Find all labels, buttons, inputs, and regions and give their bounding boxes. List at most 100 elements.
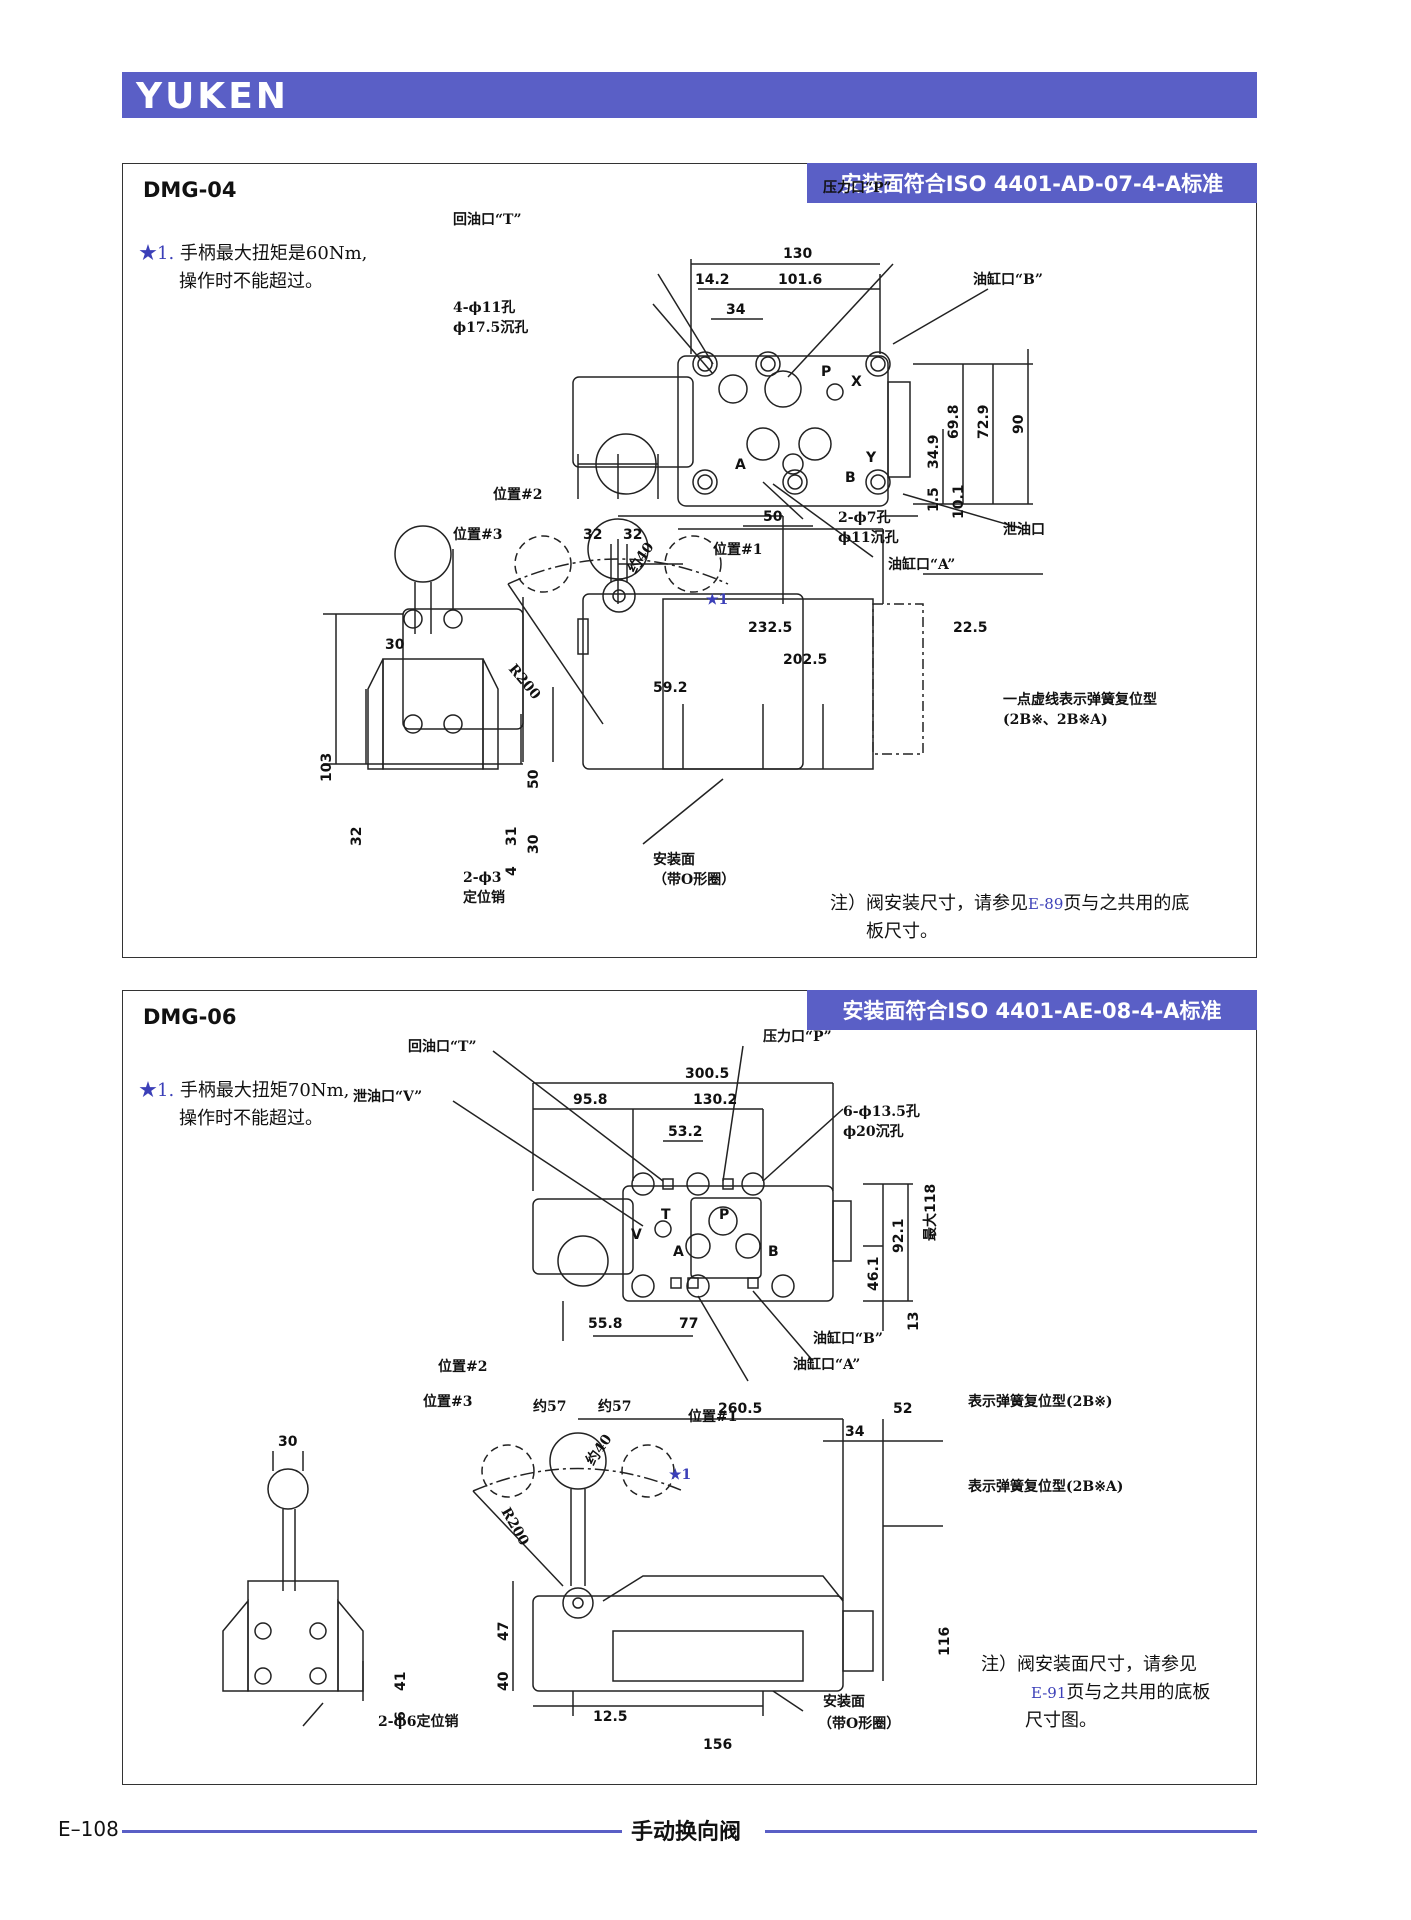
label-pin: 2-ϕ6定位销 — [378, 1713, 458, 1730]
torque-note: ★1. 手柄最大扭矩70Nm, 操作时不能超过。 — [139, 1077, 349, 1133]
label-pos-2: 位置#2 — [493, 486, 542, 503]
label-star-1: ★1 — [669, 1467, 691, 1483]
dim-14-2: 14.2 — [695, 272, 730, 288]
label-holes-4: ϕ11沉孔 — [838, 529, 899, 546]
dim-156: 156 — [703, 1737, 732, 1753]
dim-103: 103 — [319, 753, 335, 782]
label-r200: R200 — [505, 661, 544, 703]
note-line-2: 操作时不能超过。 — [179, 1108, 323, 1129]
footnote-b: 页与之共用的底 — [1063, 893, 1190, 914]
dim-52: 52 — [893, 1401, 912, 1417]
dim-30: 30 — [278, 1434, 298, 1450]
label-max-118: 最大118 — [922, 1184, 939, 1241]
label-pin-name: 定位销 — [463, 889, 505, 906]
section-dmg-06: DMG-06 安装面符合ISO 4401-AE-08-4-A标准 ★1. 手柄最… — [122, 990, 1257, 1785]
label-holes-3: 2-ϕ7孔 — [838, 510, 890, 526]
dim-116: 116 — [937, 1627, 953, 1656]
port-mark-x: X — [851, 374, 862, 390]
footer-rule-right — [765, 1830, 1257, 1833]
footer-rule-left — [122, 1830, 622, 1833]
dim-50: 50 — [763, 509, 783, 525]
label-approx-40: 约40 — [624, 539, 657, 576]
note-line-2: 操作时不能超过。 — [179, 271, 323, 292]
dim-34: 34 — [726, 302, 746, 318]
port-mark-y: Y — [865, 450, 877, 466]
dim-30-v: 30 — [526, 834, 542, 854]
footnote: 注）阀安装面尺寸，请参见 E-91页与之共用的底板 尺寸图。 — [981, 1651, 1241, 1735]
dim-90: 90 — [1011, 414, 1027, 434]
label-port-t: 回油口“T” — [453, 211, 522, 228]
dim-34: 34 — [845, 1424, 865, 1440]
label-approx-57-b: 约57 — [598, 1398, 631, 1415]
dim-55-8: 55.8 — [588, 1316, 623, 1332]
port-mark-a: A — [735, 457, 746, 473]
dim-30: 30 — [385, 637, 405, 653]
label-holes-1: 6-ϕ13.5孔 — [843, 1104, 920, 1120]
port-mark-p: P — [821, 364, 831, 380]
dim-92-1: 92.1 — [891, 1218, 907, 1253]
label-approx-57-a: 约57 — [533, 1398, 566, 1415]
label-spring-2: 表示弹簧复位型(2B※A) — [967, 1478, 1123, 1495]
dim-41: 41 — [393, 1672, 409, 1691]
label-holes-2: ϕ20沉孔 — [843, 1123, 904, 1140]
dim-77: 77 — [679, 1316, 698, 1332]
label-oring: （带O形圈） — [653, 871, 735, 888]
dim-34-9: 34.9 — [926, 434, 942, 469]
page-number: E–108 — [58, 1817, 119, 1841]
label-port-p: 压力口“P” — [763, 1028, 832, 1045]
model-title: DMG-04 — [143, 178, 237, 202]
footnote: 注）阀安装尺寸，请参见E-89页与之共用的底 板尺寸。 — [830, 890, 1250, 946]
dim-260-5: 260.5 — [718, 1401, 762, 1417]
label-approx-40: 约40 — [582, 1431, 615, 1468]
dim-22-5: 22.5 — [953, 620, 988, 636]
label-spring-note: 一点虚线表示弹簧复位型 — [1003, 691, 1157, 708]
dim-69-8: 69.8 — [946, 404, 962, 439]
label-spring-1: 表示弹簧复位型(2B※) — [967, 1393, 1113, 1410]
dim-101-6: 101.6 — [778, 272, 822, 288]
footnote-a: 注）阀安装面尺寸，请参见 — [981, 1654, 1197, 1675]
dim-4: 4 — [504, 866, 520, 876]
dmg-06-drawing: 回油口“T” 压力口“P” 泄油口“V” 油缸口“B” 油缸口“A” 6-ϕ13… — [222, 1028, 1123, 1753]
footnote-c: 尺寸图。 — [1025, 1710, 1097, 1731]
header-banner: YUKEN — [122, 72, 1257, 118]
label-mount-face: 安装面 — [823, 1693, 865, 1710]
dim-95-8: 95.8 — [573, 1092, 608, 1108]
label-oring: （带O形圈） — [818, 1715, 900, 1732]
label-port-a: 油缸口“A” — [888, 556, 955, 573]
port-mark-v: V — [631, 1227, 642, 1243]
label-spring-types: (2B※、2B※A) — [1003, 712, 1108, 728]
dim-32-b: 32 — [623, 527, 642, 543]
dmg-04-drawing: 回油口“T” 压力口“P” 油缸口“B” 油缸口“A” 泄油口 4-ϕ11孔 ϕ… — [319, 179, 1157, 906]
label-port-t: 回油口“T” — [408, 1038, 477, 1055]
label-holes-2: ϕ17.5沉孔 — [453, 319, 528, 336]
dim-6: 6 — [393, 1711, 409, 1721]
label-mount-face: 安装面 — [653, 851, 695, 868]
label-holes-1: 4-ϕ11孔 — [453, 300, 515, 316]
label-pos-1: 位置#1 — [713, 541, 762, 558]
dim-31: 31 — [504, 827, 520, 846]
standard-badge: 安装面符合ISO 4401-AE-08-4-A标准 — [807, 990, 1257, 1030]
label-star-1: ★1 — [706, 592, 728, 608]
port-mark-a: A — [673, 1244, 684, 1260]
footnote-b: 页与之共用的底板 — [1066, 1682, 1211, 1703]
label-pin: 2-ϕ3 — [463, 870, 501, 886]
footer-title: 手动换向阀 — [631, 1820, 742, 1845]
note-line-1: 手柄最大扭矩是60Nm, — [179, 243, 368, 264]
torque-note: ★1. 手柄最大扭矩是60Nm, 操作时不能超过。 — [139, 240, 367, 296]
dim-40: 40 — [496, 1671, 512, 1691]
footnote-ref-link[interactable]: E-91 — [1031, 1684, 1067, 1702]
label-port-a: 油缸口“A” — [793, 1356, 860, 1373]
port-mark-p: P — [719, 1207, 729, 1223]
note-line-1: 手柄最大扭矩70Nm, — [179, 1080, 350, 1101]
label-pos-3: 位置#3 — [453, 526, 502, 543]
footnote-ref-link[interactable]: E-89 — [1028, 895, 1064, 913]
dim-202-5: 202.5 — [783, 652, 827, 668]
dim-47: 47 — [496, 1622, 512, 1641]
model-title: DMG-06 — [143, 1005, 237, 1029]
dim-130: 130 — [783, 246, 812, 262]
section-dmg-04: DMG-04 安装面符合ISO 4401-AD-07-4-A标准 ★1. 手柄最… — [122, 163, 1257, 958]
star-marker: ★1. — [139, 243, 175, 264]
footnote-a: 注）阀安装尺寸，请参见 — [830, 893, 1028, 914]
label-port-b: 油缸口“B” — [813, 1330, 883, 1347]
dim-32-a: 32 — [583, 527, 602, 543]
